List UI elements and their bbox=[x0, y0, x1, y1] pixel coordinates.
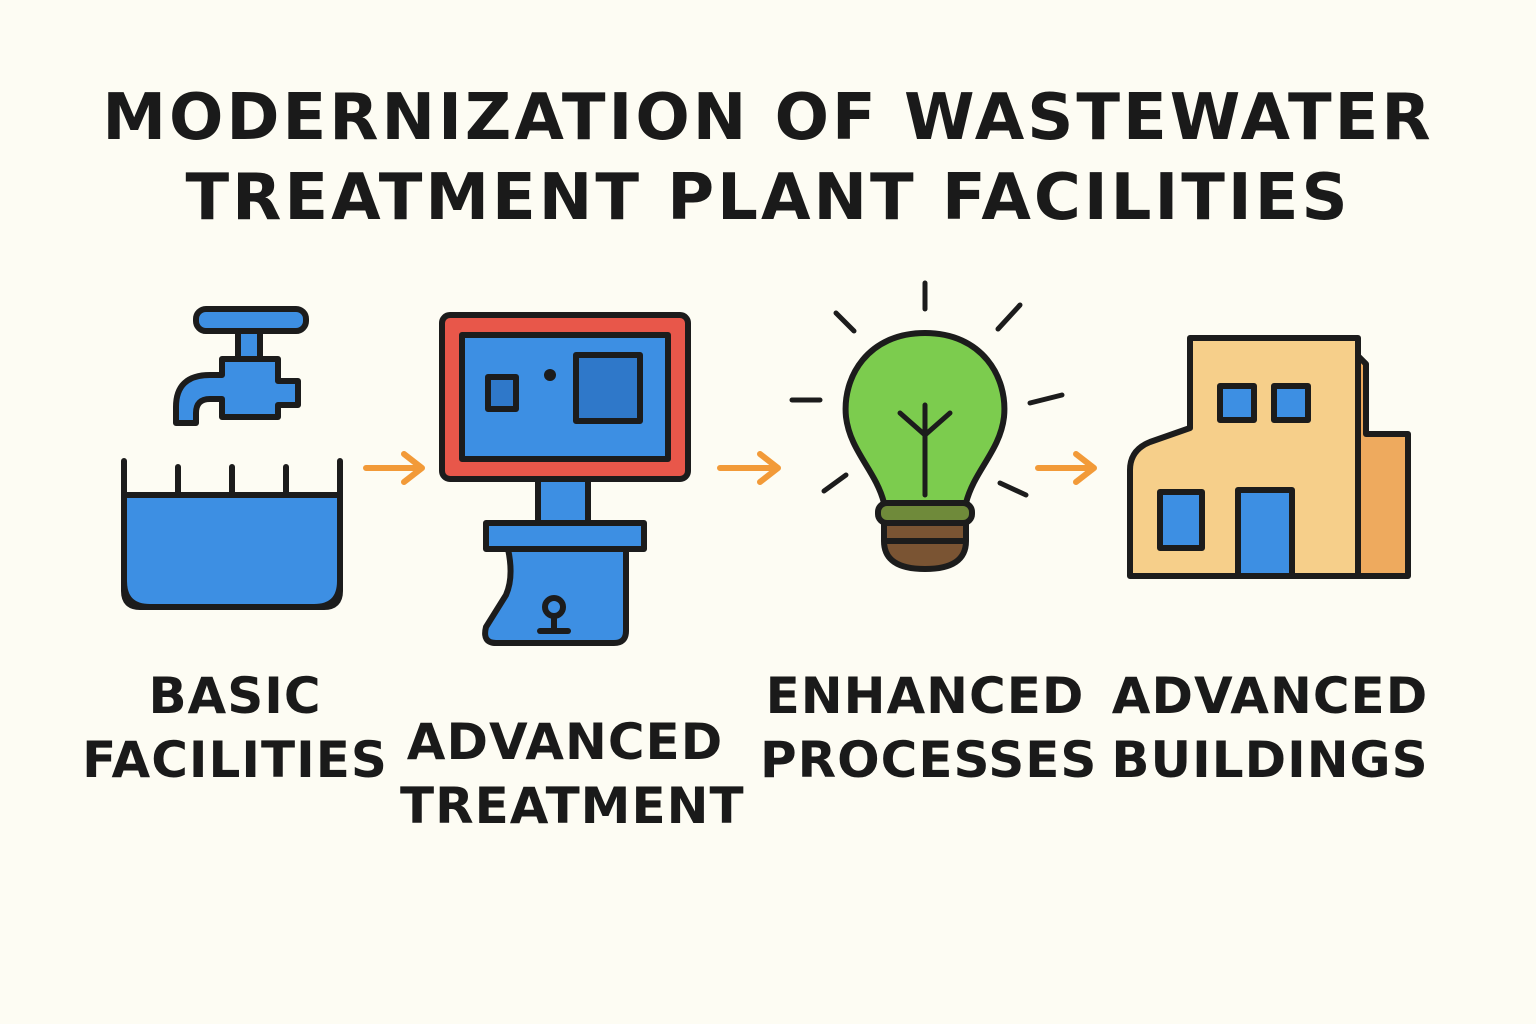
stage-label-basic-facilities: BASIC FACILITIES bbox=[82, 667, 388, 789]
lightbulb-icon bbox=[789, 280, 1065, 572]
building-icon bbox=[1127, 335, 1411, 579]
stage-label-enhanced-processes: ENHANCED PROCESSES bbox=[760, 667, 1098, 789]
arrow-right-icon bbox=[1035, 451, 1097, 485]
stage-label-advanced-treatment: ADVANCED TREATMENT bbox=[400, 713, 745, 835]
monitor-console-icon bbox=[439, 312, 691, 646]
faucet-basin-icon bbox=[121, 306, 343, 610]
diagram-title-line-2: TREATMENT PLANT FACILITIES bbox=[185, 161, 1351, 235]
arrow-right-icon bbox=[717, 451, 781, 485]
stage-label-advanced-buildings: ADVANCED BUILDINGS bbox=[1111, 667, 1429, 789]
arrow-right-icon bbox=[363, 451, 425, 485]
diagram-title-line-1: MODERNIZATION OF WASTEWATER bbox=[102, 81, 1434, 155]
